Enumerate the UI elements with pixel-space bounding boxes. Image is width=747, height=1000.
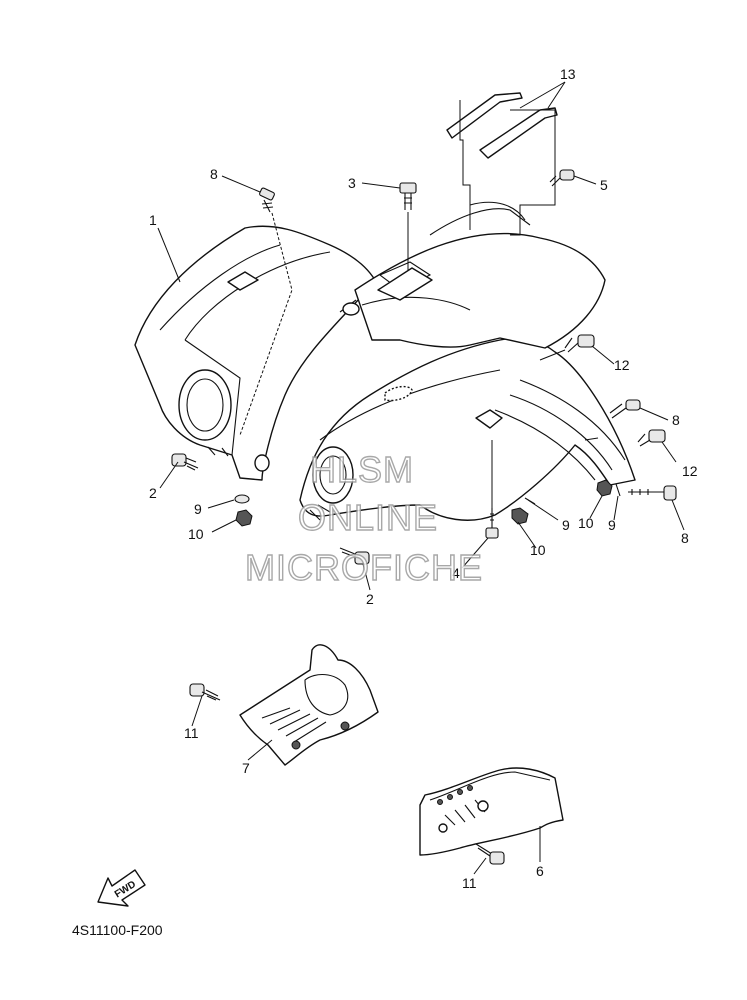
screw-5[interactable]: [549, 169, 575, 187]
callout-10-middle: 10: [530, 542, 546, 558]
bolt-4[interactable]: [485, 508, 499, 539]
bolt-8-top-left[interactable]: [259, 187, 275, 213]
callout-12-right: 12: [682, 463, 698, 479]
callout-2-lower: 2: [366, 591, 374, 607]
diagram-code: 4S11100-F200: [72, 922, 163, 938]
callout-11-upper: 11: [184, 725, 199, 741]
callout-5: 5: [600, 177, 608, 193]
watermark: HLSM ONLINE MICROFICHE: [244, 448, 483, 588]
watermark-line-3: MICROFICHE: [245, 547, 483, 588]
bolt-2-left[interactable]: [171, 453, 199, 471]
callout-1: 1: [149, 212, 157, 228]
callout-9-left: 9: [194, 501, 202, 517]
callout-labels: 1 8 3 13 5 12 8 12 2 9 10 2 4 9 10 10 9 …: [149, 66, 698, 891]
callout-4: 4: [452, 565, 460, 581]
watermark-line-1: HLSM: [310, 449, 414, 490]
bolt-8-right[interactable]: [609, 399, 641, 419]
rear-fender-part-4[interactable]: [299, 201, 636, 521]
front-fender-part-1[interactable]: [134, 225, 381, 481]
callout-10-right: 10: [578, 515, 594, 531]
nut-10-middle[interactable]: [511, 507, 529, 525]
bolt-12-right[interactable]: [637, 429, 666, 447]
leader-bolt-8-path: [239, 212, 293, 436]
callout-13: 13: [560, 66, 576, 82]
callout-9-middle: 9: [562, 517, 570, 533]
washer-9-left[interactable]: [234, 494, 250, 504]
side-cover-part-13[interactable]: [446, 92, 558, 236]
leader-lines: [157, 81, 685, 875]
forward-direction-arrow: FWD: [97, 869, 146, 907]
mud-flap-part-7[interactable]: [239, 644, 379, 766]
callout-12-upper: 12: [614, 357, 630, 373]
callout-11-lower: 11: [462, 875, 477, 891]
bolt-12-upper[interactable]: [564, 334, 595, 353]
callout-6: 6: [536, 863, 544, 879]
watermark-line-2: ONLINE: [298, 497, 438, 538]
mud-flap-part-6[interactable]: [419, 767, 564, 856]
washer-9-right[interactable]: [615, 483, 621, 497]
nut-10-left[interactable]: [235, 509, 253, 527]
bolt-2-lower[interactable]: [339, 547, 370, 565]
callout-8-right: 8: [672, 412, 680, 428]
callout-7: 7: [242, 760, 250, 776]
callout-2-left: 2: [149, 485, 157, 501]
bolt-8-lower-right[interactable]: [628, 485, 677, 501]
nut-10-right[interactable]: [596, 479, 613, 497]
callout-8-lower-right: 8: [681, 530, 689, 546]
bolt-3[interactable]: [399, 182, 417, 210]
leader-bolt-12-path: [539, 349, 566, 361]
callout-8-top: 8: [210, 166, 218, 182]
bolt-11-lower[interactable]: [475, 843, 505, 865]
callout-3: 3: [348, 175, 356, 191]
callout-10-left: 10: [188, 526, 204, 542]
bolt-11-upper[interactable]: [189, 683, 221, 701]
callout-9-right: 9: [608, 517, 616, 533]
